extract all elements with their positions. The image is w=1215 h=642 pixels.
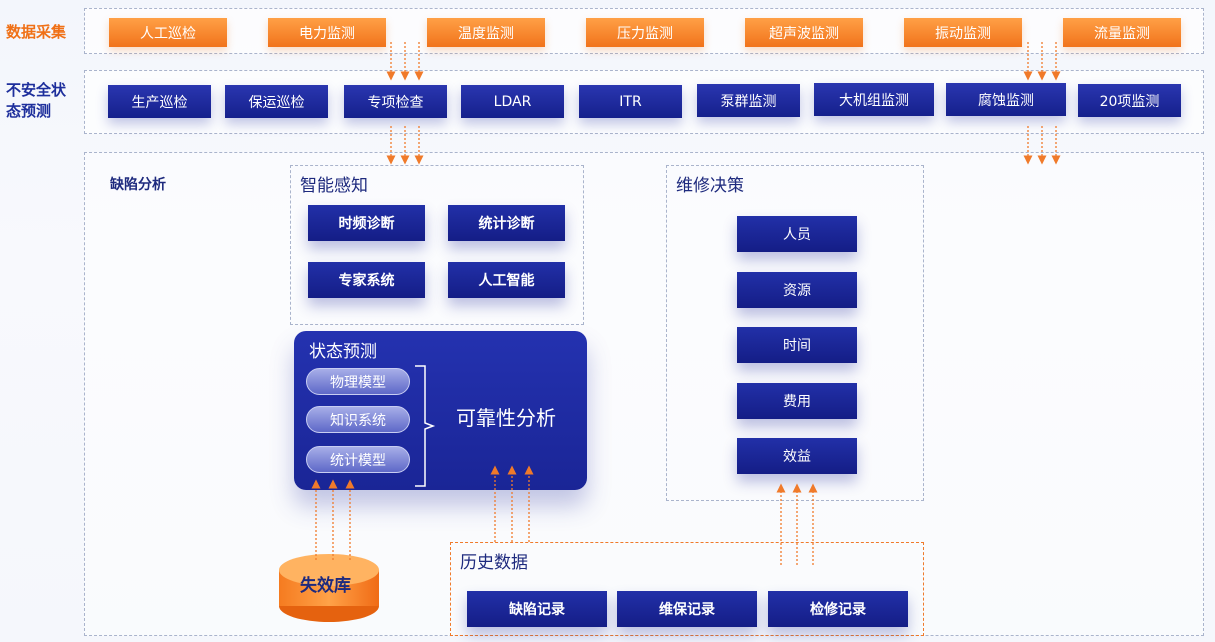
smart-perception-title: 智能感知 (300, 176, 368, 196)
chip-special-check[interactable]: 专项检查 (344, 85, 447, 118)
chip-statistical-diagnosis[interactable]: 统计诊断 (448, 205, 565, 241)
chip-personnel[interactable]: 人员 (737, 216, 857, 252)
chip-resources[interactable]: 资源 (737, 272, 857, 308)
chip-manual-inspection[interactable]: 人工巡检 (109, 18, 227, 47)
state-prediction-title: 状态预测 (309, 342, 377, 362)
maintenance-decision-title: 维修决策 (676, 176, 744, 196)
chip-overhaul-records[interactable]: 检修记录 (768, 591, 908, 627)
pill-physical-model[interactable]: 物理模型 (306, 368, 410, 395)
history-data-box (450, 542, 924, 636)
defect-analysis-label: 缺陷分析 (110, 177, 166, 193)
chip-maintenance-records[interactable]: 维保记录 (617, 591, 757, 627)
chip-large-unit-monitoring[interactable]: 大机组监测 (814, 83, 934, 116)
chip-pump-monitoring[interactable]: 泵群监测 (697, 84, 800, 117)
pill-statistical-model[interactable]: 统计模型 (306, 446, 410, 473)
chip-maintenance-inspection[interactable]: 保运巡检 (225, 85, 328, 118)
chip-production-inspection[interactable]: 生产巡检 (108, 85, 211, 118)
chip-ldar[interactable]: LDAR (461, 85, 564, 118)
chip-flow-monitoring[interactable]: 流量监测 (1063, 18, 1181, 47)
chip-temperature-monitoring[interactable]: 温度监测 (427, 18, 545, 47)
chip-pressure-monitoring[interactable]: 压力监测 (586, 18, 704, 47)
reliability-analysis: 可靠性分析 (456, 406, 556, 430)
unsafe-state-label-line2: 态预测 (6, 102, 52, 120)
chip-artificial-intelligence[interactable]: 人工智能 (448, 262, 565, 298)
chip-itr[interactable]: ITR (579, 85, 682, 118)
maintenance-decision-box (666, 165, 924, 501)
chip-corrosion-monitoring[interactable]: 腐蚀监测 (946, 83, 1066, 116)
failure-database-icon (279, 554, 379, 622)
pill-knowledge-system[interactable]: 知识系统 (306, 406, 410, 433)
chip-benefit[interactable]: 效益 (737, 438, 857, 474)
chip-cost[interactable]: 费用 (737, 383, 857, 419)
chip-ultrasonic-monitoring[interactable]: 超声波监测 (745, 18, 863, 47)
failure-database-label: 失效库 (300, 576, 351, 596)
data-collection-label: 数据采集 (6, 23, 67, 41)
chip-defect-records[interactable]: 缺陷记录 (467, 591, 607, 627)
history-data-title: 历史数据 (460, 553, 528, 573)
chip-time[interactable]: 时间 (737, 327, 857, 363)
chip-vibration-monitoring[interactable]: 振动监测 (904, 18, 1022, 47)
chip-power-monitoring[interactable]: 电力监测 (268, 18, 386, 47)
bracket-icon (415, 365, 436, 487)
unsafe-state-label-line1: 不安全状 (6, 81, 67, 99)
chip-time-frequency-diagnosis[interactable]: 时频诊断 (308, 205, 425, 241)
smart-perception-box (290, 165, 584, 325)
defect-analysis-area (84, 152, 1204, 636)
chip-expert-system[interactable]: 专家系统 (308, 262, 425, 298)
chip-20-item-monitoring[interactable]: 20项监测 (1078, 84, 1181, 117)
